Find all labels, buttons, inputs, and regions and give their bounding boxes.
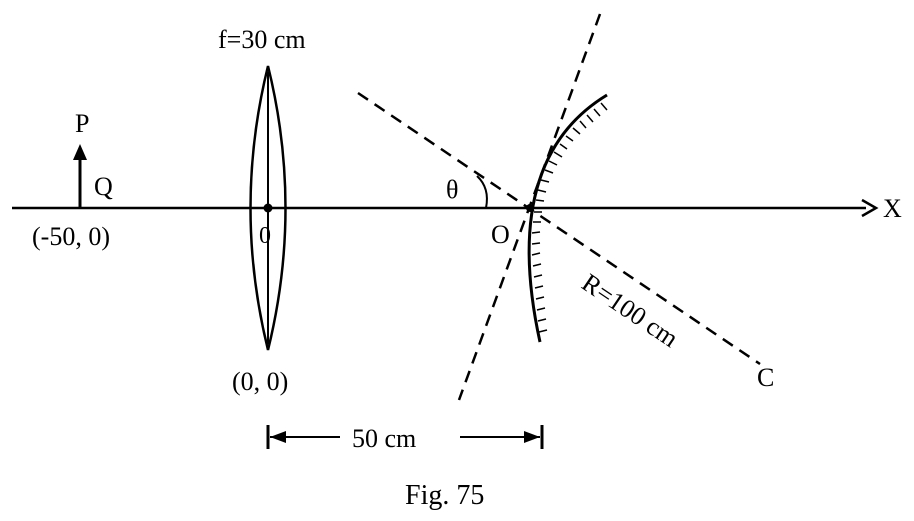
radius-label: R=100 cm (577, 268, 684, 353)
object-top-label: P (75, 109, 89, 138)
axis-arrow-icon (861, 198, 879, 218)
object-coords: (-50, 0) (32, 222, 110, 251)
figure-caption: Fig. 75 (405, 480, 484, 511)
concave-mirror (526, 93, 608, 343)
lens-center-label: 0 (259, 223, 271, 249)
convex-lens (249, 65, 287, 351)
lens-coords: (0, 0) (232, 367, 288, 396)
distance-label: 50 cm (352, 424, 416, 453)
distance-dimension (266, 425, 544, 449)
object-arrow-head-icon (73, 144, 87, 160)
center-label: C (757, 363, 774, 392)
mirror-axis-dashed (357, 91, 761, 366)
angle-label: θ (446, 175, 458, 204)
object-bottom-label: Q (94, 172, 113, 201)
axis-label: X (883, 194, 902, 223)
lens-focal-label: f=30 cm (218, 25, 306, 54)
mirror-pole-label: O (491, 220, 510, 249)
angle-arc (476, 175, 488, 209)
